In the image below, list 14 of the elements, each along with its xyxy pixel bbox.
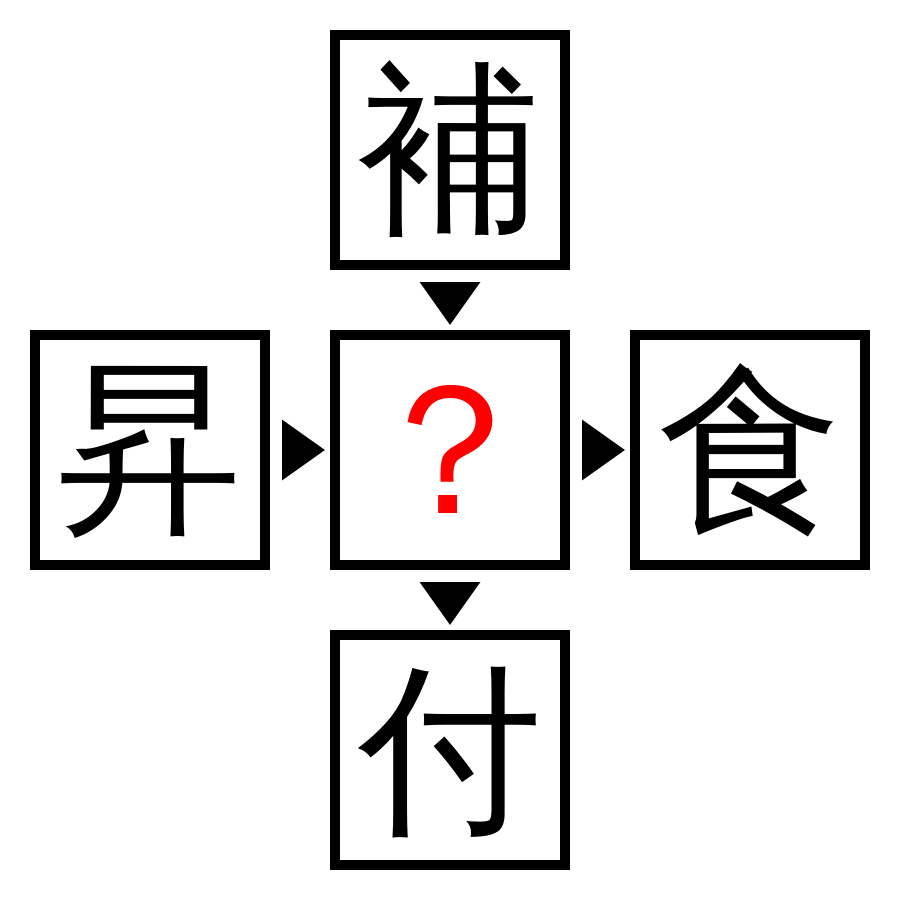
kanji-character: 食 [658,358,842,542]
character-box [30,330,270,570]
kanji-character: 付 [358,658,542,842]
arrow [420,282,480,325]
character-box [330,630,570,870]
arrow [582,420,625,480]
kanji-character: 昇 [58,358,242,542]
character-box [330,330,570,570]
character-box [630,330,870,570]
kanji-character: 補 [358,58,542,242]
question-mark: ？ [358,358,542,542]
arrow [282,420,325,480]
arrow [420,582,480,625]
character-box [330,30,570,270]
